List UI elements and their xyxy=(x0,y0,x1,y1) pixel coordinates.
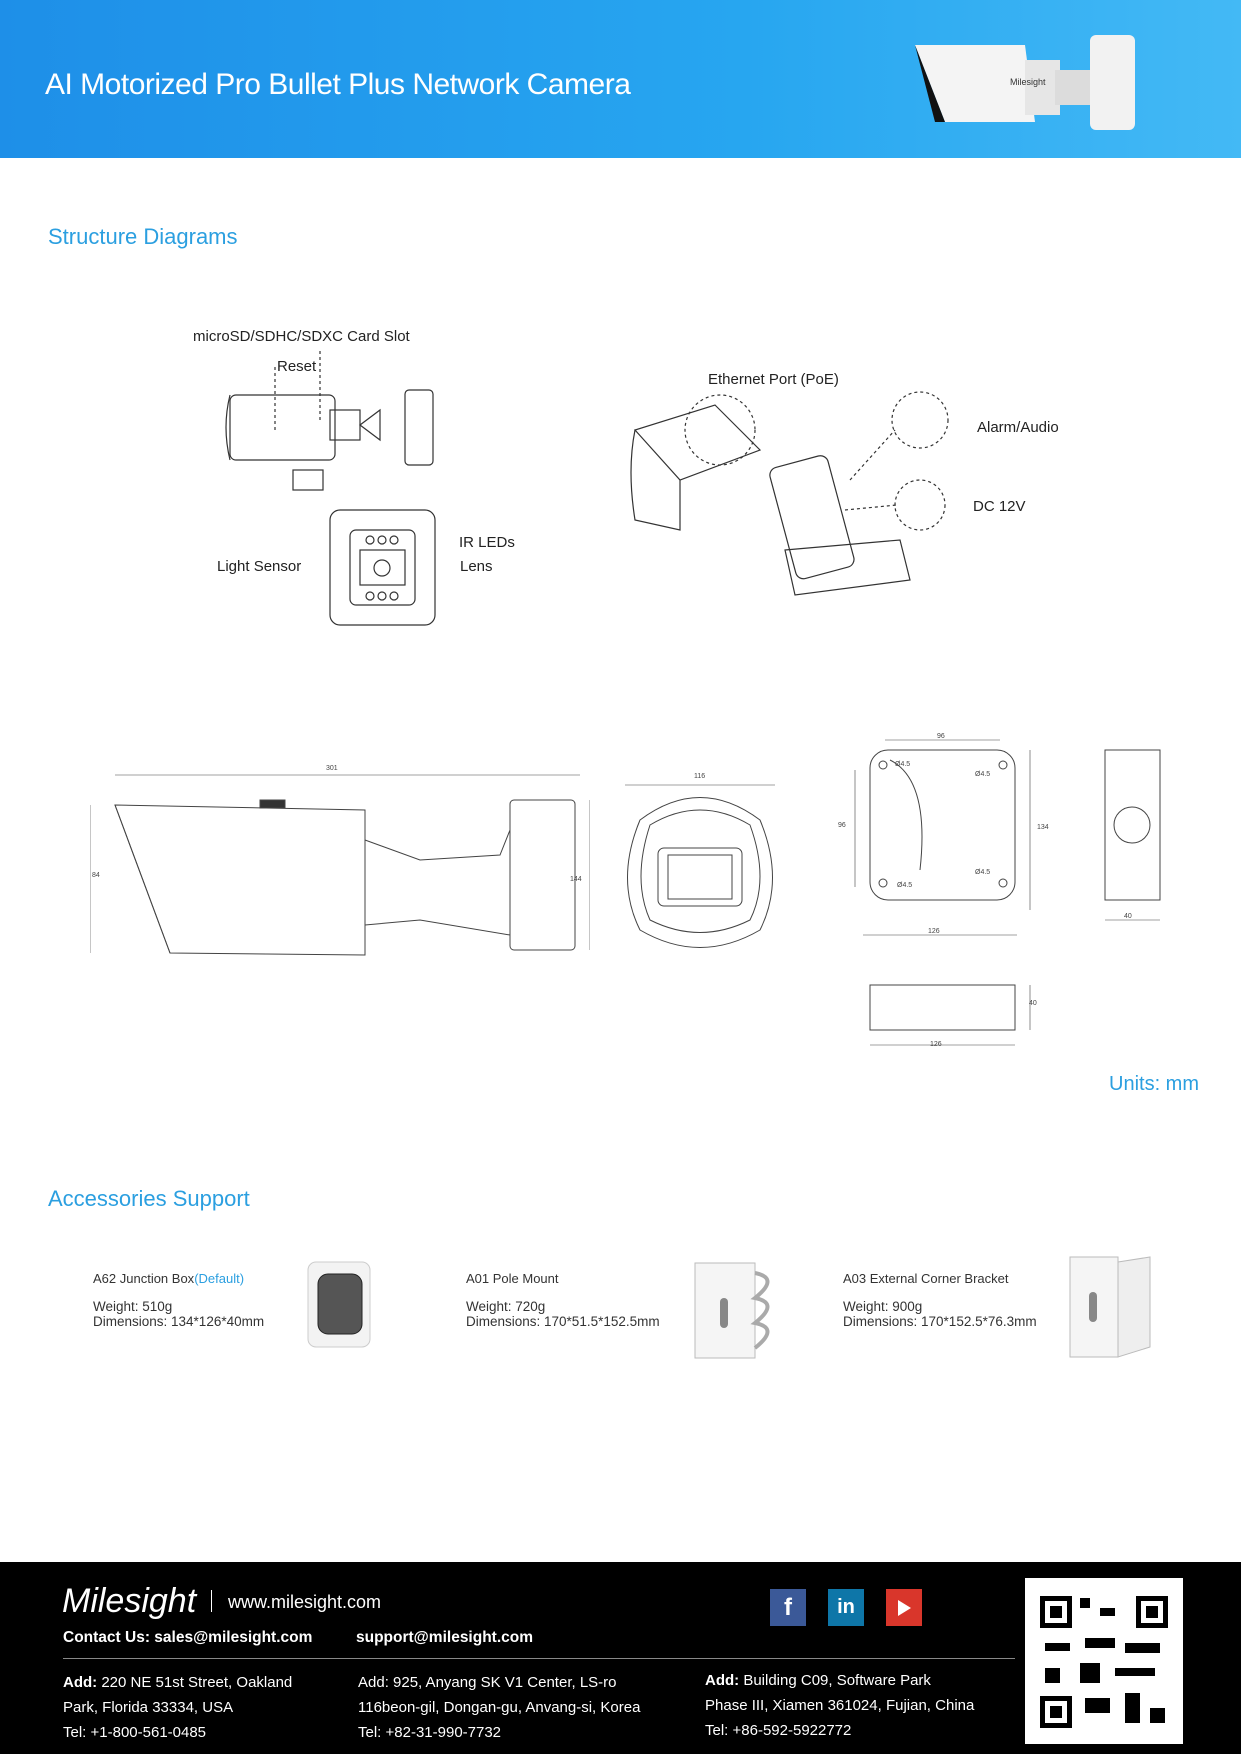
default-tag: (Default) xyxy=(194,1271,245,1286)
accessory-a62: A62 Junction Box(Default) Weight: 510g D… xyxy=(93,1271,264,1329)
corner-bracket-image xyxy=(1069,1256,1151,1358)
callout-reset: Reset xyxy=(277,358,317,375)
phone: Tel: +86-592-5922772 xyxy=(705,1722,852,1739)
accessory-name: A62 Junction Box xyxy=(93,1271,195,1286)
footer: Milesight www.milesight.com Contact Us: … xyxy=(0,1562,1241,1754)
milesight-logo: Milesight xyxy=(62,1582,197,1620)
address-line: Building C09, Software Park xyxy=(739,1672,931,1689)
support-email-link[interactable]: support@milesight.com xyxy=(356,1629,534,1646)
address-line: 925, Anyang SK V1 Center, LS-ro xyxy=(388,1674,617,1691)
pole-mount-image xyxy=(694,1262,770,1359)
callout-ethernet: Ethernet Port (PoE) xyxy=(708,371,839,388)
sales-email-link[interactable]: Contact Us: sales@milesight.com xyxy=(63,1629,313,1646)
camera-side-dimension-drawing xyxy=(90,774,590,956)
phone: Tel: +1-800-561-0485 xyxy=(63,1724,207,1741)
callout-dc: DC 12V xyxy=(973,498,1026,515)
linkedin-icon[interactable]: in xyxy=(828,1589,864,1626)
header-banner: AI Motorized Pro Bullet Plus Network Cam… xyxy=(0,0,1241,158)
callout-alarm-audio: Alarm/Audio xyxy=(977,419,1059,436)
address-line: Park, Florida 33334, USA xyxy=(63,1699,234,1716)
structure-heading: Structure Diagrams xyxy=(48,224,238,249)
qr-code[interactable] xyxy=(1025,1578,1183,1744)
office-korea: Add: 925, Anyang SK V1 Center, LS-ro 116… xyxy=(358,1670,640,1745)
dim-hole-1: Ø4.5 xyxy=(895,761,911,768)
dim-box-height: 134 xyxy=(1037,824,1049,831)
page-title: AI Motorized Pro Bullet Plus Network Cam… xyxy=(45,68,631,101)
phone: Tel: +82-31-990-7732 xyxy=(358,1724,502,1741)
accessory-name: A03 External Corner Bracket xyxy=(843,1271,1009,1286)
dim-camera-height: 84 xyxy=(92,872,100,879)
junction-box-dimension-drawing xyxy=(854,739,1161,1046)
accessory-dimensions: Dimensions: 134*126*40mm xyxy=(93,1314,265,1329)
accessory-a03: A03 External Corner Bracket Weight: 900g… xyxy=(843,1271,1037,1329)
dim-box-bottom-width: 126 xyxy=(930,1041,942,1048)
dim-box-hole-spacing-v: 96 xyxy=(838,822,846,829)
dim-hole-4: Ø4.5 xyxy=(897,882,913,889)
footer-divider xyxy=(63,1658,1015,1659)
logo-divider xyxy=(211,1590,212,1612)
units-label: Units: mm xyxy=(1109,1073,1199,1095)
office-china: Add: Building C09, Software Park Phase I… xyxy=(705,1668,974,1743)
youtube-icon[interactable] xyxy=(886,1589,922,1626)
accessory-weight: Weight: 510g xyxy=(93,1299,173,1314)
address-label: Add: xyxy=(358,1674,389,1691)
accessory-dimensions: Dimensions: 170*51.5*152.5mm xyxy=(466,1314,660,1329)
dim-camera-length: 301 xyxy=(326,765,338,772)
address-line: 116beon-gil, Dongan-gu, Anvang-si, Korea xyxy=(358,1699,641,1716)
callout-lens: Lens xyxy=(460,558,493,575)
camera-structure-drawing xyxy=(225,350,436,626)
accessory-weight: Weight: 900g xyxy=(843,1299,923,1314)
accessory-dimensions: Dimensions: 170*152.5*76.3mm xyxy=(843,1314,1037,1329)
dim-box-hole-spacing-h: 96 xyxy=(937,733,945,740)
accessory-name: A01 Pole Mount xyxy=(466,1271,559,1286)
camera-product-image: Milesight xyxy=(915,35,1135,130)
dim-hole-3: Ø4.5 xyxy=(975,869,991,876)
dim-front-width: 116 xyxy=(694,773,706,780)
facebook-icon[interactable]: f xyxy=(770,1589,806,1626)
accessory-a01: A01 Pole Mount Weight: 720g Dimensions: … xyxy=(466,1271,660,1329)
address-label: Add: xyxy=(705,1672,740,1689)
address-label: Add: xyxy=(63,1674,98,1691)
dim-hole-2: Ø4.5 xyxy=(975,771,991,778)
dim-box-width: 126 xyxy=(928,928,940,935)
website-link[interactable]: www.milesight.com xyxy=(228,1592,382,1612)
camera-front-dimension-drawing xyxy=(625,784,775,948)
dim-box-bottom-height: 40 xyxy=(1029,1000,1037,1007)
address-line: Phase III, Xiamen 361024, Fujian, China xyxy=(705,1697,975,1714)
dim-box-side-depth: 40 xyxy=(1124,913,1132,920)
callout-light-sensor: Light Sensor xyxy=(217,558,302,575)
address-line: 220 NE 51st Street, Oakland xyxy=(97,1674,293,1691)
callout-card-slot: microSD/SDHC/SDXC Card Slot xyxy=(193,328,410,345)
accessory-weight: Weight: 720g xyxy=(466,1299,546,1314)
camera-logo: Milesight xyxy=(1010,77,1046,87)
callout-ir-leds: IR LEDs xyxy=(459,534,515,551)
office-usa: Add: 220 NE 51st Street, Oakland Park, F… xyxy=(63,1670,292,1745)
accessories-heading: Accessories Support xyxy=(48,1186,250,1211)
junction-box-image xyxy=(307,1261,371,1348)
camera-interface-drawing xyxy=(630,391,949,596)
dim-mount-height: 144 xyxy=(570,876,582,883)
